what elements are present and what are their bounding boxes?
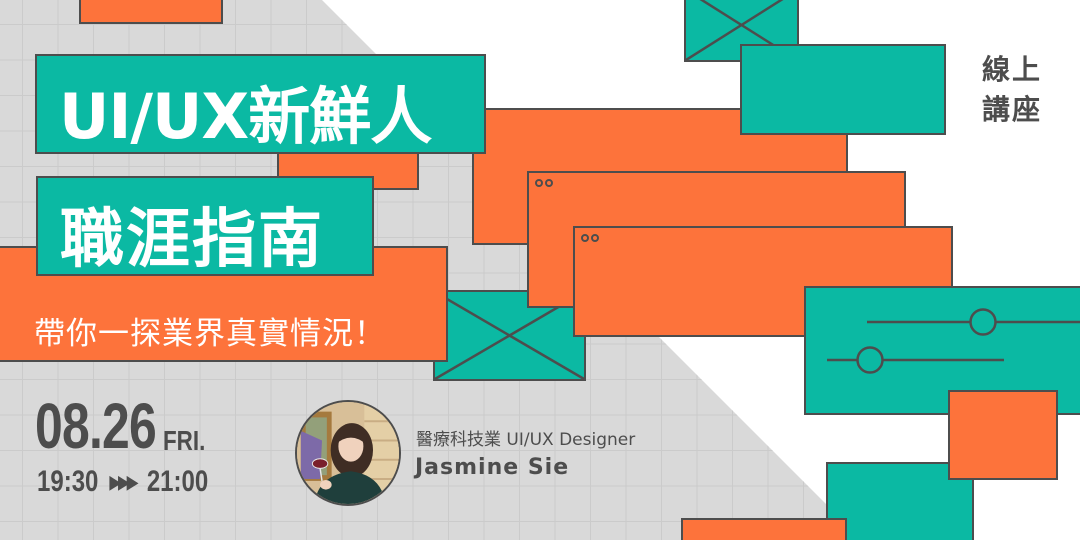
avatar: [295, 400, 401, 506]
speaker-photo-icon: [297, 402, 399, 504]
page-title-line2: 職涯指南: [60, 203, 324, 277]
speaker-name: Jasmine Sie: [415, 455, 570, 480]
event-date: 08.26 FRI.: [35, 394, 216, 458]
weekday-value: FRI.: [163, 425, 206, 456]
deco-teal-bottom: [826, 462, 974, 540]
date-value: 08.26: [35, 390, 157, 462]
event-type-line2: 講座: [982, 93, 1043, 126]
event-type-line1: 線上: [982, 53, 1043, 86]
deco-orange-top: [79, 0, 223, 24]
event-time: 19:30 ▶▶▶ 21:00: [37, 467, 208, 497]
deco-orange-bottom: [681, 518, 847, 540]
window-control-dots: [581, 234, 599, 242]
page-title-line1: UI/UX新鮮人: [59, 80, 432, 153]
window-control-dots: [535, 179, 553, 187]
deco-teal-top-right: [740, 44, 946, 135]
end-time: 21:00: [146, 465, 209, 498]
event-type-label: 線上 講座: [982, 50, 1052, 130]
triple-arrow-icon: ▶▶▶: [109, 472, 138, 492]
title-box-line1: UI/UX新鮮人: [35, 54, 486, 154]
start-time: 19:30: [37, 465, 99, 498]
slider-controls-icon: [827, 308, 1080, 374]
speaker-role: 醫療科技業 UI/UX Designer: [416, 430, 636, 450]
deco-orange-square: [948, 390, 1058, 480]
title-box-line2: 職涯指南: [36, 176, 374, 277]
subtitle-text: 帶你一探業界真實情況！: [34, 316, 386, 352]
